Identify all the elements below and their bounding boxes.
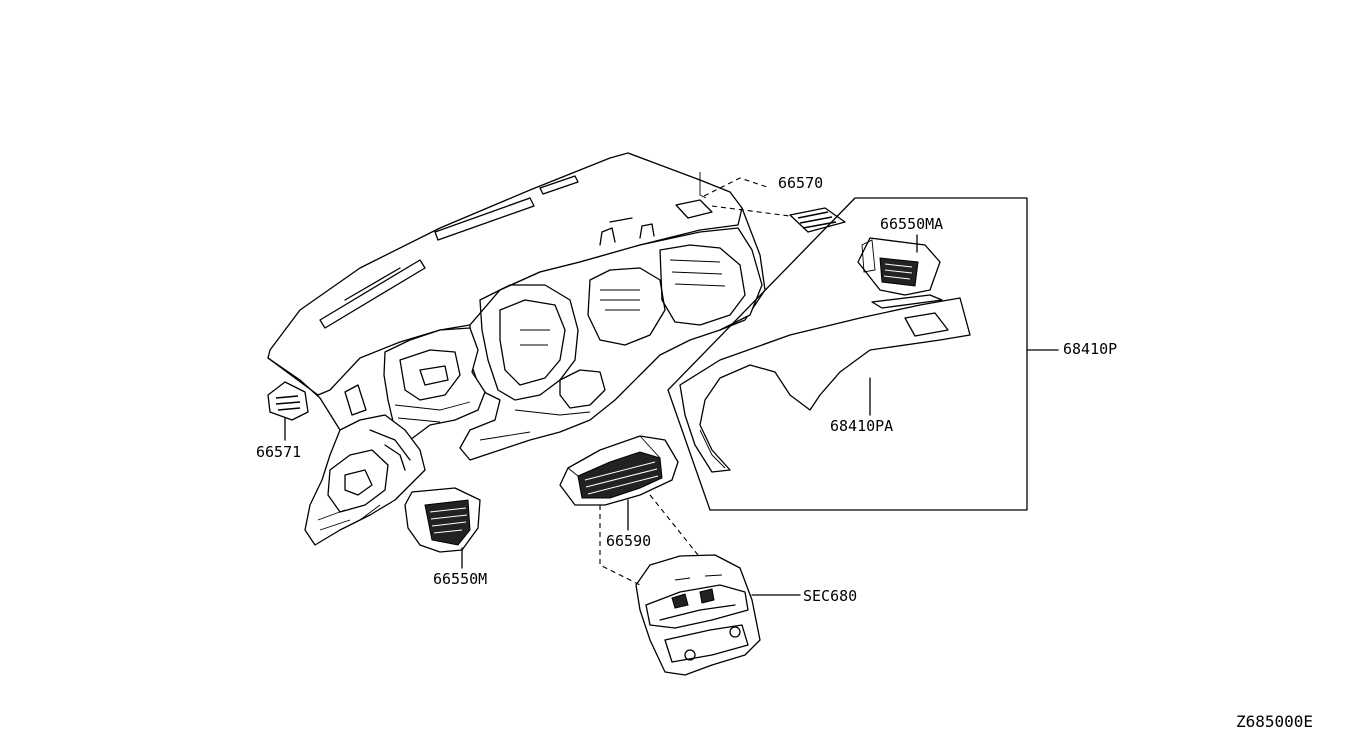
callout-66570: 66570 <box>778 174 823 192</box>
callout-labels: 66570 66550MA 68410P 68410PA 66571 66590… <box>256 174 1313 731</box>
side-vent-66550M <box>404 487 481 553</box>
leader-lines <box>284 177 918 596</box>
drawing-code: Z685000E <box>1236 712 1313 731</box>
side-defrost-vent-66570 <box>789 207 846 233</box>
side-vent-66571 <box>267 381 309 421</box>
callout-66590: 66590 <box>606 532 651 550</box>
center-vent-66550MA <box>857 237 941 296</box>
finisher-panel-68410PA <box>679 294 971 473</box>
callout-68410P: 68410P <box>1063 340 1117 358</box>
callout-66550MA: 66550MA <box>880 215 943 233</box>
center-vent-66590 <box>559 435 679 506</box>
callout-66550M: 66550M <box>433 570 487 588</box>
instrument-panel-assembly <box>267 152 766 546</box>
panel-assembly-68410P <box>667 197 1059 511</box>
callout-sec680: SEC680 <box>803 587 857 605</box>
callout-66571: 66571 <box>256 443 301 461</box>
audio-control-unit-sec680 <box>635 554 761 676</box>
callout-68410PA: 68410PA <box>830 417 893 435</box>
